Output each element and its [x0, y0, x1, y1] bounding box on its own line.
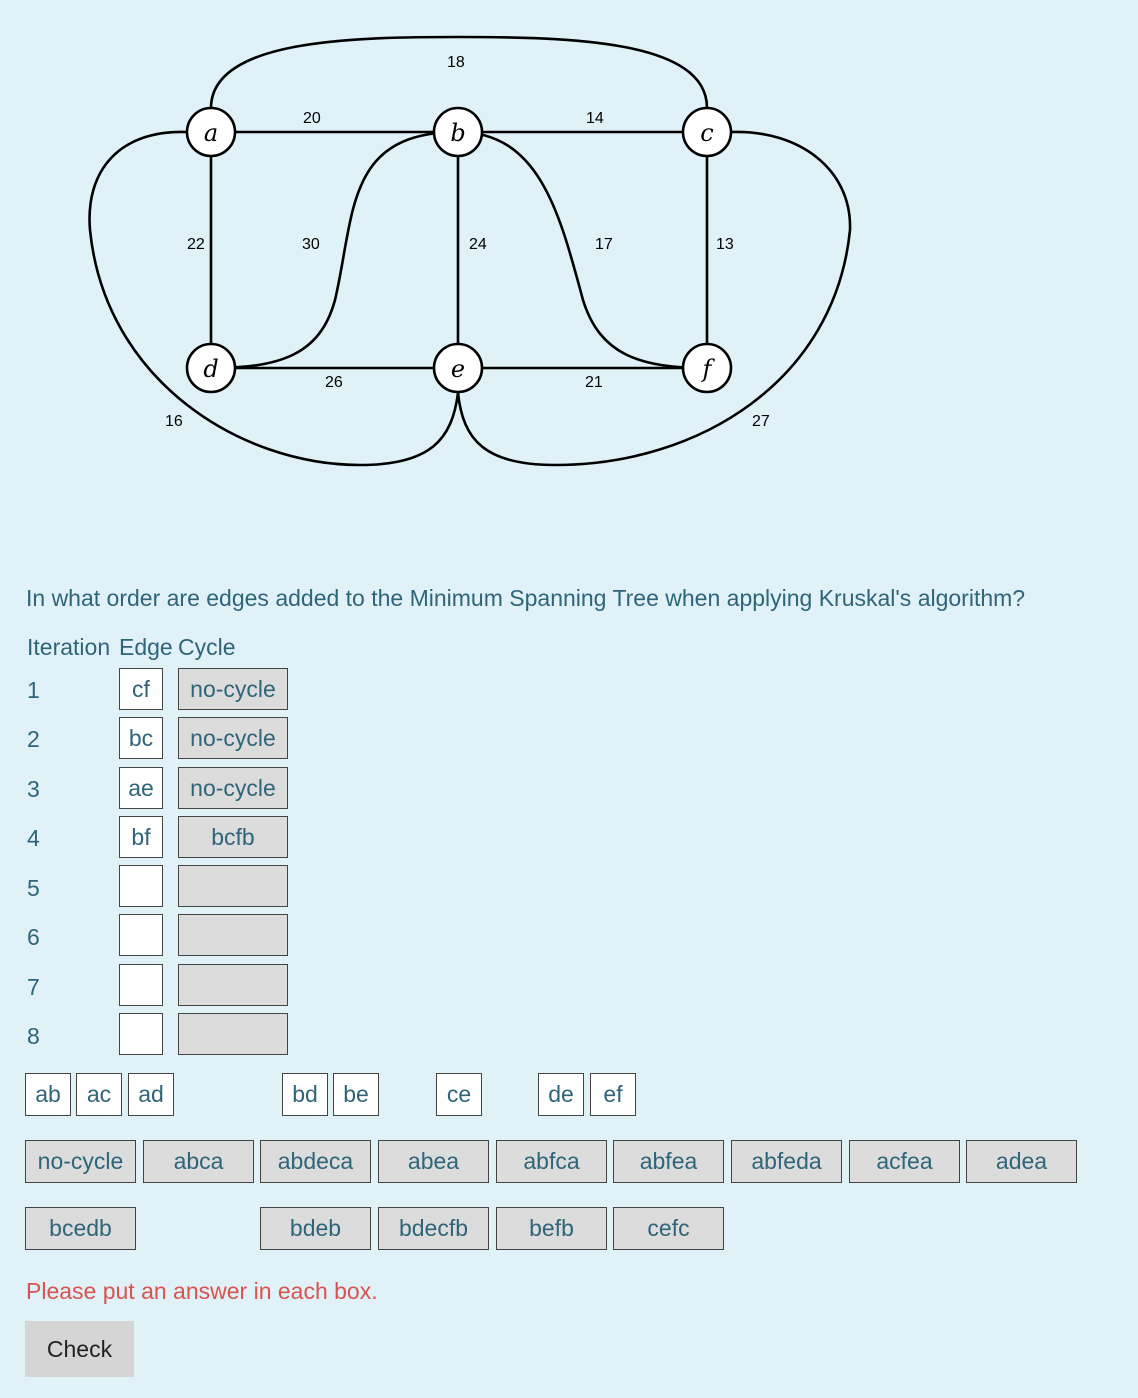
cycle-option-adea[interactable]: adea — [966, 1140, 1077, 1183]
cycle-option-no-cycle[interactable]: no-cycle — [25, 1140, 136, 1183]
cycle-option-befb[interactable]: befb — [496, 1207, 607, 1250]
row-7-cycle-slot[interactable] — [178, 964, 288, 1006]
row-6-edge-slot[interactable] — [119, 914, 163, 956]
edge-option-be[interactable]: be — [333, 1073, 379, 1116]
question-text: In what order are edges added to the Min… — [26, 585, 1026, 611]
node-d: d — [185, 342, 237, 394]
weight-bd: 30 — [302, 236, 320, 253]
row-4-iteration: 4 — [27, 825, 40, 851]
row-7-edge-slot[interactable] — [119, 964, 163, 1006]
weight-ce: 27 — [752, 413, 770, 430]
header-cycle: Cycle — [178, 634, 236, 660]
svg-text:a: a — [204, 119, 218, 147]
edge-bf — [457, 130, 708, 370]
cycle-option-abfca[interactable]: abfca — [496, 1140, 607, 1183]
edge-ac — [209, 35, 709, 109]
edge-ae — [88, 130, 460, 467]
node-a: a — [185, 106, 237, 158]
svg-text:b: b — [450, 119, 465, 147]
row-8-cycle-slot[interactable] — [178, 1013, 288, 1055]
edge-option-ad[interactable]: ad — [128, 1073, 174, 1116]
edge-option-ce[interactable]: ce — [436, 1073, 482, 1116]
header-edge: Edge — [119, 634, 173, 660]
node-e: e — [432, 342, 484, 394]
row-3-cycle-slot[interactable]: no-cycle — [178, 767, 288, 809]
cycle-option-cefc[interactable]: cefc — [613, 1207, 724, 1250]
weight-cf: 13 — [716, 236, 734, 253]
row-1-cycle-slot[interactable]: no-cycle — [178, 668, 288, 710]
row-6-iteration: 6 — [27, 924, 40, 950]
row-2-edge-slot[interactable]: bc — [119, 717, 163, 759]
row-8-edge-slot[interactable] — [119, 1013, 163, 1055]
cycle-option-bdecfb[interactable]: bdecfb — [378, 1207, 489, 1250]
row-8-iteration: 8 — [27, 1023, 40, 1049]
header-iteration: Iteration — [27, 634, 111, 660]
edge-option-ac[interactable]: ac — [76, 1073, 122, 1116]
node-b: b — [432, 106, 484, 158]
cycle-option-bdeb[interactable]: bdeb — [260, 1207, 371, 1250]
cycle-option-abca[interactable]: abca — [143, 1140, 254, 1183]
svg-text:d: d — [203, 355, 218, 383]
row-5-iteration: 5 — [27, 875, 40, 901]
row-5-cycle-slot[interactable] — [178, 865, 288, 907]
row-2-cycle-slot[interactable]: no-cycle — [178, 717, 288, 759]
check-button[interactable]: Check — [25, 1321, 134, 1377]
cycle-option-abdeca[interactable]: abdeca — [260, 1140, 371, 1183]
edge-option-de[interactable]: de — [538, 1073, 584, 1116]
svg-text:c: c — [700, 119, 713, 147]
row-7-iteration: 7 — [27, 974, 40, 1000]
row-5-edge-slot[interactable] — [119, 865, 163, 907]
node-c: c — [681, 106, 733, 158]
edge-option-ab[interactable]: ab — [25, 1073, 71, 1116]
row-1-iteration: 1 — [27, 677, 40, 703]
edge-option-bd[interactable]: bd — [282, 1073, 328, 1116]
weight-ef: 21 — [585, 374, 603, 391]
weight-ad: 22 — [187, 236, 205, 253]
svg-text:e: e — [451, 355, 465, 383]
row-2-iteration: 2 — [27, 726, 40, 752]
weight-ac: 18 — [447, 54, 465, 71]
weight-be: 24 — [469, 236, 487, 253]
edge-bd — [210, 130, 459, 370]
weight-bc: 14 — [586, 110, 604, 127]
cycle-option-abfea[interactable]: abfea — [613, 1140, 724, 1183]
edge-ce — [456, 130, 852, 467]
row-6-cycle-slot[interactable] — [178, 914, 288, 956]
row-4-edge-slot[interactable]: bf — [119, 816, 163, 858]
weight-ab: 20 — [303, 110, 321, 127]
error-message: Please put an answer in each box. — [26, 1278, 378, 1304]
weight-bf: 17 — [595, 236, 613, 253]
cycle-option-abea[interactable]: abea — [378, 1140, 489, 1183]
cycle-option-bcedb[interactable]: bcedb — [25, 1207, 136, 1250]
row-1-edge-slot[interactable]: cf — [119, 668, 163, 710]
cycle-option-abfeda[interactable]: abfeda — [731, 1140, 842, 1183]
row-3-edge-slot[interactable]: ae — [119, 767, 163, 809]
graph-diagram: 18 20 14 22 30 24 17 13 26 21 16 27 a b … — [88, 35, 852, 467]
weight-de: 26 — [325, 374, 343, 391]
row-4-cycle-slot[interactable]: bcfb — [178, 816, 288, 858]
edge-option-ef[interactable]: ef — [590, 1073, 636, 1116]
row-3-iteration: 3 — [27, 776, 40, 802]
cycle-option-acfea[interactable]: acfea — [849, 1140, 960, 1183]
weight-ae: 16 — [165, 413, 183, 430]
node-f: f — [681, 342, 733, 394]
